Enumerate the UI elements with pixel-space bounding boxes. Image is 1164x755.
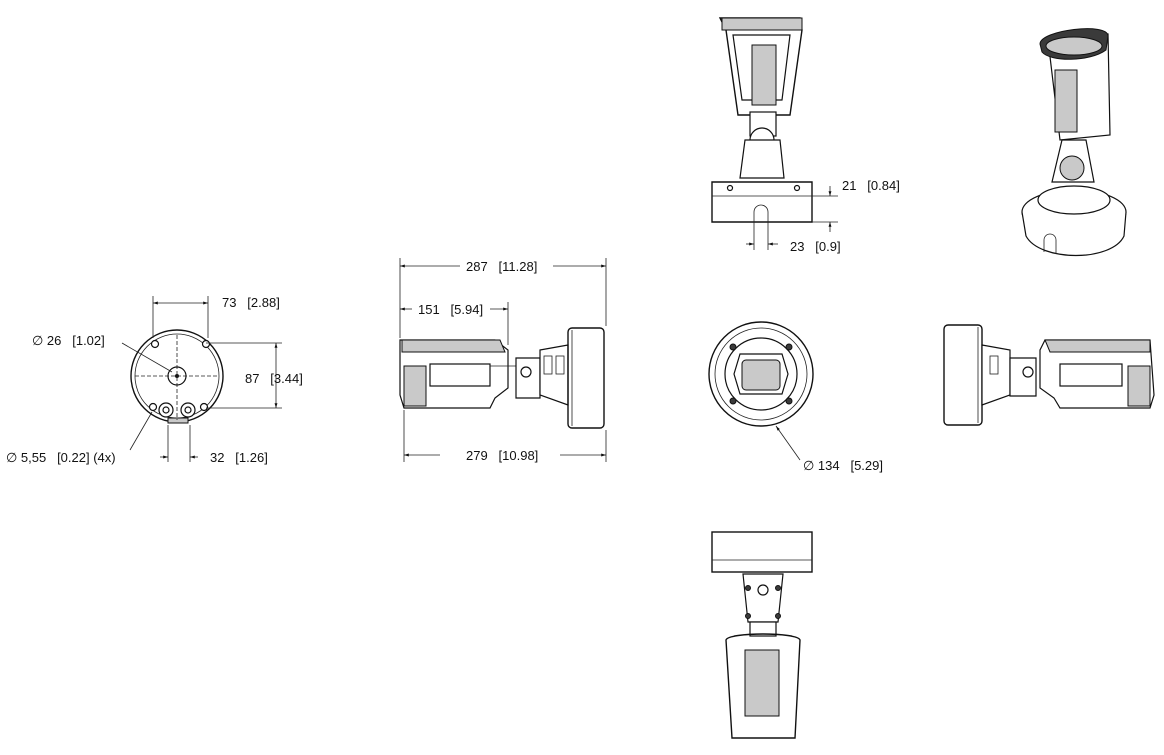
front-view-dimension-lines (775, 425, 801, 461)
base-diameter-label: ∅ 134 [5.29] (803, 458, 883, 473)
mount-width-label: 73 [2.88] (222, 295, 280, 310)
rear-view (711, 531, 813, 739)
mount-height-label: 87 [3.44] (245, 371, 303, 386)
mount-dimension-lines (121, 296, 282, 462)
front-view (708, 321, 814, 427)
housing-length-label: 279 [10.98] (466, 448, 538, 463)
slot-width-label: 23 [0.9] (790, 239, 841, 254)
mount-diameter-label: ∅ 26 [1.02] (32, 333, 105, 348)
side-view-right (943, 324, 1155, 426)
overall-length-label: 287 [11.28] (466, 259, 537, 274)
hole-diameter-label: ∅ 5,55 [0.22] (4x) (6, 450, 116, 465)
mount-bottom-view (130, 329, 224, 424)
hole-spacing-label: 32 [1.26] (210, 450, 268, 465)
side-left-dimension-lines (399, 258, 607, 462)
base-height-label: 21 [0.84] (842, 178, 900, 193)
side-view-left (399, 327, 605, 429)
top-view-dimension-lines (746, 186, 838, 250)
perspective-view (1021, 28, 1127, 257)
top-view (711, 17, 813, 223)
arm-length-label: 151 [5.94] (418, 302, 483, 317)
